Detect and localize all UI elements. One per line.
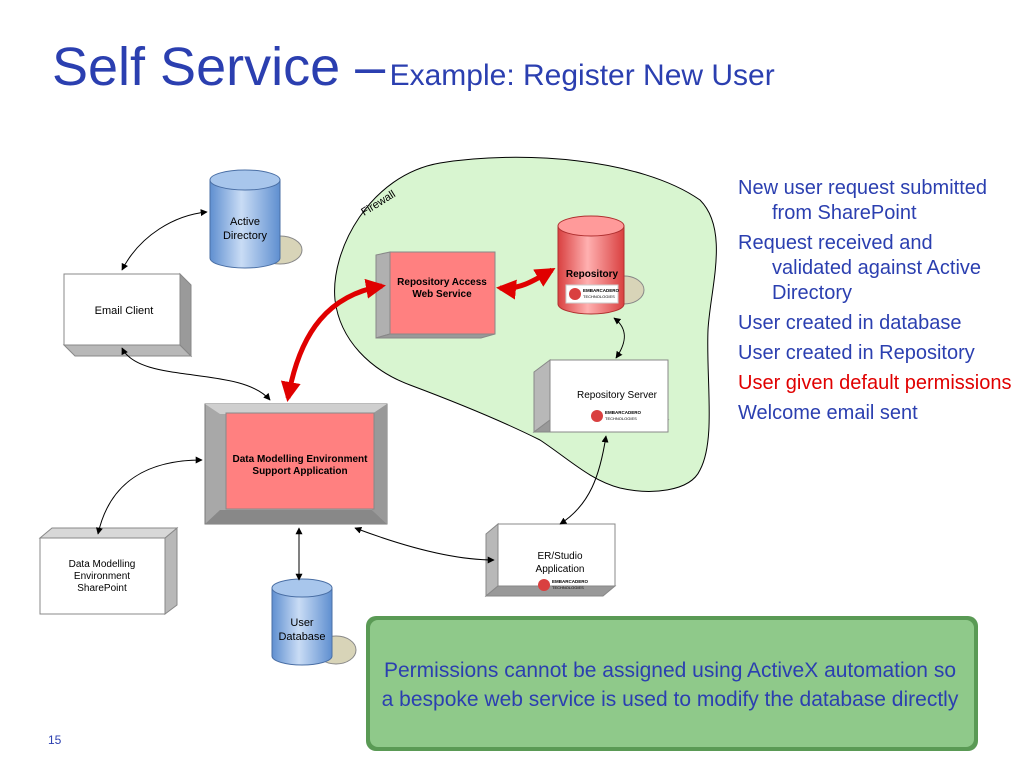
er-studio-label-2: Application: [536, 564, 585, 575]
repo-server-label: Repository Server: [577, 390, 658, 401]
active-directory-label-1: Active: [230, 216, 260, 228]
dme-support-app-label-2: Support Application: [252, 466, 347, 477]
email-client-node: Email Client: [62, 272, 193, 358]
email-client-label: Email Client: [95, 305, 154, 317]
active-directory-node: Active Directory: [209, 169, 303, 269]
embarcadero-logo-icon: [569, 288, 581, 300]
repo-access-label-2: Web Service: [412, 289, 472, 300]
title-subtitle: Example: Register New User: [389, 59, 775, 92]
sharepoint-node: Data Modelling Environment SharePoint: [38, 526, 179, 615]
repo-server-node: Repository Server EMBARCADERO TECHNOLOGI…: [532, 359, 670, 433]
dme-support-app-label-1: Data Modelling Environment: [232, 454, 368, 465]
dme-support-app-node: Data Modelling Environment Support Appli…: [204, 403, 388, 525]
title-main: Self Service –: [52, 37, 386, 97]
step-item: User given default permissions: [738, 372, 1012, 394]
active-directory-label-2: Directory: [223, 230, 268, 242]
connector-dme-erstudio: [354, 526, 495, 564]
user-database-label-2: Database: [278, 631, 325, 643]
step-item: User created in Repository: [738, 342, 975, 364]
callout-box: [366, 616, 978, 751]
repository-logo-line2: TECHNOLOGIES: [583, 294, 615, 299]
sharepoint-label-3: SharePoint: [77, 583, 127, 594]
page-number: 15: [48, 733, 62, 747]
step-item: Welcome email sent: [738, 402, 918, 424]
connector-reposerver-erstudio: [559, 435, 609, 525]
er-studio-logo-line2: TECHNOLOGIES: [552, 585, 584, 590]
repository-node: Repository EMBARCADERO TECHNOLOGIES: [557, 215, 645, 315]
steps-list: New user request submitted from SharePoi…: [738, 176, 1018, 431]
repo-server-logo-line1: EMBARCADERO: [605, 410, 641, 415]
connector-email-active-directory: [121, 209, 208, 271]
er-studio-label-1: ER/Studio: [537, 551, 582, 562]
repo-access-node: Repository Access Web Service: [375, 251, 496, 339]
step-item: Request received and validated against A…: [738, 232, 982, 304]
er-studio-node: ER/Studio Application EMBARCADERO TECHNO…: [484, 522, 617, 598]
connector-repo-access-repository: [496, 267, 556, 300]
repository-label: Repository: [566, 269, 619, 280]
repo-server-logo-line2: TECHNOLOGIES: [605, 416, 637, 421]
user-database-label-1: User: [290, 617, 314, 629]
connector-email-dme: [121, 347, 271, 401]
step-item: New user request submitted from SharePoi…: [738, 177, 988, 224]
repo-access-label-1: Repository Access: [397, 277, 487, 288]
repository-logo-line1: EMBARCADERO: [583, 288, 619, 293]
callout-text: Permissions cannot be assigned using Act…: [381, 659, 959, 711]
er-studio-logo-line1: EMBARCADERO: [552, 579, 588, 584]
embarcadero-logo-icon: [591, 410, 603, 422]
embarcadero-logo-icon: [538, 579, 550, 591]
connector-repository-reposerver: [613, 317, 625, 359]
connector-dme-sharepoint: [95, 456, 203, 535]
user-database-node: User Database: [271, 578, 357, 666]
slide-title: Self Service – Example: Register New Use…: [52, 36, 775, 98]
connector-dme-repo-access: [280, 278, 386, 402]
sharepoint-label-1: Data Modelling: [69, 559, 136, 570]
step-item: User created in database: [738, 312, 962, 334]
sharepoint-label-2: Environment: [74, 571, 130, 582]
